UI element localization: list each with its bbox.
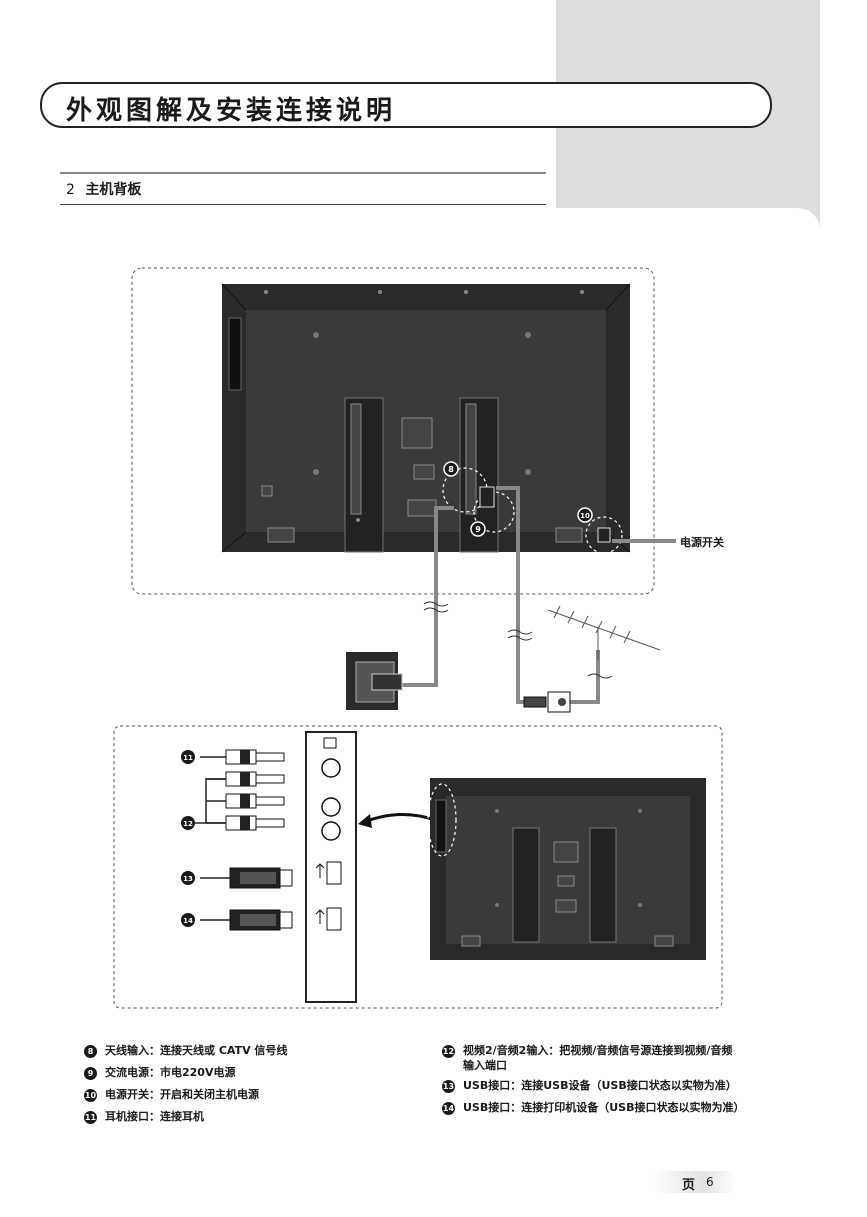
legend-item: 10 电源开关：开启和关闭主机电源 <box>84 1087 287 1109</box>
legend-desc: 市电220V电源 <box>160 1066 236 1079</box>
legend-label: USB接口： <box>463 1079 522 1092</box>
callout-8-text: 8 <box>448 465 454 474</box>
arrow-to-side-panel <box>363 812 436 824</box>
side-port-panel <box>305 731 357 1003</box>
legend-label: 耳机接口： <box>105 1110 160 1123</box>
section-rule-bottom <box>60 204 546 205</box>
callout-12-text: 12 <box>183 820 193 828</box>
bottom-dashed-frame <box>113 725 723 1009</box>
chapter-title: 外观图解及安装连接说明 <box>66 96 397 126</box>
legend-label: 视频2/音频2输入： <box>463 1044 560 1057</box>
legend-item: 14 USB接口：连接打印机设备（USB接口状态以实物为准） <box>442 1100 745 1122</box>
antenna-plug <box>523 691 571 713</box>
chapter-title-box: 外观图解及安装连接说明 <box>40 82 772 128</box>
legend-item-continued: 输入端口 <box>442 1058 745 1078</box>
tv-back-small <box>427 778 706 960</box>
callout-14-text: 14 <box>183 917 193 925</box>
callout-11-badge: 11 <box>181 750 195 764</box>
legend-badge: 12 <box>442 1044 455 1058</box>
legend-desc: 连接USB设备（USB接口状态以实物为准） <box>521 1079 737 1092</box>
callout-8-badge: 8 <box>443 461 459 477</box>
antenna-icon <box>547 605 661 660</box>
legend-badge: 10 <box>84 1088 97 1102</box>
legend-desc: 开启和关闭主机电源 <box>160 1088 259 1101</box>
legend-left: 8 天线输入：连接天线或 CATV 信号线 9 交流电源：市电220V电源 10 电源… <box>84 1043 287 1131</box>
legend-desc: 连接耳机 <box>160 1110 204 1123</box>
section-title: 主机背板 <box>85 182 142 198</box>
legend-badge: 14 <box>442 1101 455 1115</box>
legend-desc: 连接天线或 CATV 信号线 <box>160 1044 288 1057</box>
legend-item: 13 USB接口：连接USB设备（USB接口状态以实物为准） <box>442 1078 745 1100</box>
legend-desc-continued: 输入端口 <box>463 1059 507 1072</box>
section-heading: 2 主机背板 <box>66 179 141 199</box>
power-cable <box>394 506 454 687</box>
callout-13-badge: 13 <box>181 871 195 885</box>
callout-10-badge: 10 <box>577 507 593 523</box>
legend-desc: 把视频/音频信号源连接到视频/音频 <box>559 1044 733 1057</box>
section-rule-top <box>60 172 546 174</box>
section-number: 2 <box>66 182 75 198</box>
callout-10-text: 10 <box>580 512 590 520</box>
legend-badge: 13 <box>442 1079 455 1093</box>
callout-11-text: 11 <box>183 754 193 762</box>
callout-9-text: 9 <box>475 525 481 534</box>
usb-plugs <box>229 867 293 931</box>
rca-plugs <box>225 749 285 831</box>
callout-13-text: 13 <box>183 875 193 883</box>
callout-12-badge: 12 <box>181 816 195 830</box>
page-number: 6 <box>706 1175 714 1189</box>
legend-badge: 11 <box>84 1110 97 1124</box>
tv-back-main <box>221 283 631 554</box>
legend-item: 9 交流电源：市电220V电源 <box>84 1065 287 1087</box>
legend-item: 11 耳机接口：连接耳机 <box>84 1109 287 1131</box>
legend-label: 交流电源： <box>105 1066 160 1079</box>
callout-14-badge: 14 <box>181 913 195 927</box>
legend-badge: 9 <box>84 1066 97 1080</box>
power-switch-pointer <box>612 539 676 543</box>
legend-badge: 8 <box>84 1044 97 1058</box>
legend-desc: 连接打印机设备（USB接口状态以实物为准） <box>521 1101 745 1114</box>
legend-label: 电源开关： <box>105 1088 160 1101</box>
legend-label: USB接口： <box>463 1101 522 1114</box>
page-number-box: 页 6 <box>652 1171 736 1193</box>
rca-cables <box>194 756 230 921</box>
legend-label: 天线输入： <box>105 1044 160 1057</box>
legend-item: 8 天线输入：连接天线或 CATV 信号线 <box>84 1043 287 1065</box>
callout-9-badge: 9 <box>470 521 486 537</box>
power-switch-label: 电源开关 <box>680 535 724 549</box>
legend-item: 12 视频2/音频2输入：把视频/音频信号源连接到视频/音频 <box>442 1043 745 1058</box>
wall-outlet <box>346 652 403 710</box>
page-label: 页 <box>682 1178 696 1193</box>
